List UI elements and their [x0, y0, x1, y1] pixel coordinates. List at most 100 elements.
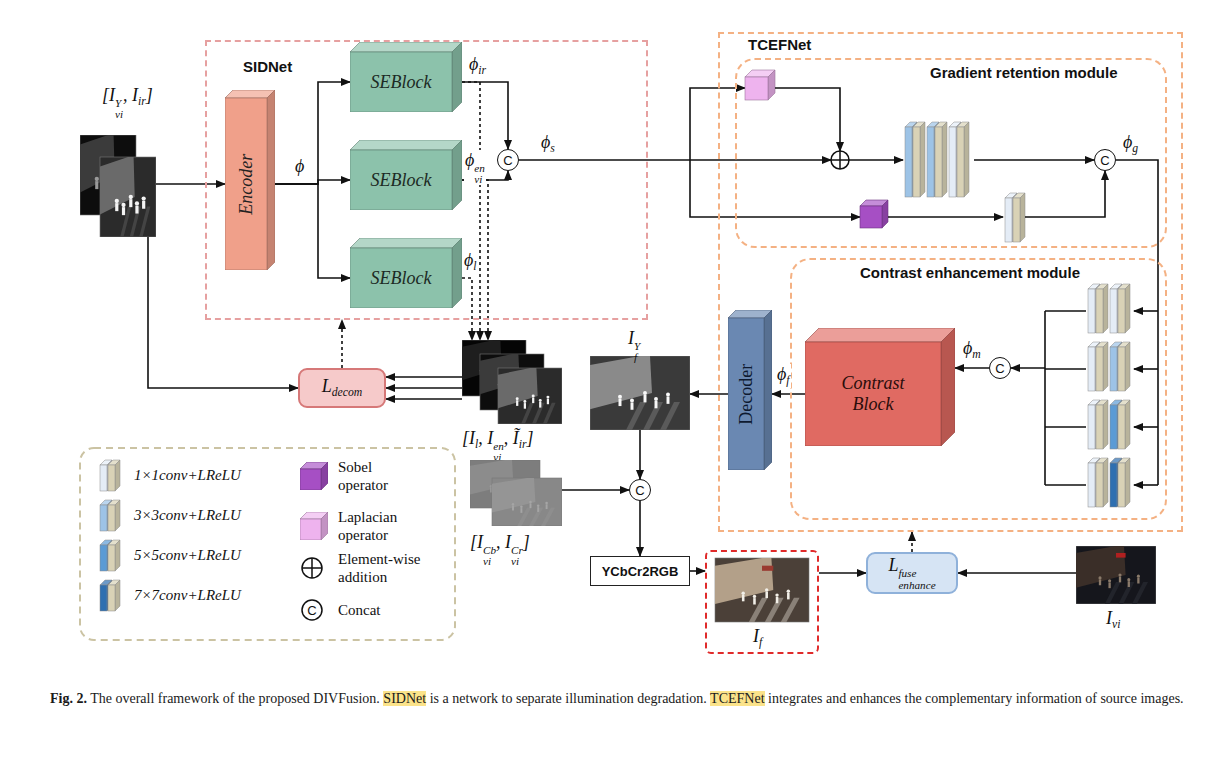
pedestrian [530, 503, 532, 508]
addition-symbol [831, 151, 849, 169]
pedestrian [1119, 577, 1121, 583]
text-run: [I [102, 85, 115, 105]
pedestrian [532, 395, 535, 398]
concat-letter: C [1100, 154, 1109, 167]
encoder-block: Encoder [225, 90, 275, 270]
conv-layer [1118, 289, 1125, 333]
subscript: enhance [898, 580, 935, 591]
block-label: SEBlock [371, 170, 432, 191]
pedestrian [775, 593, 778, 596]
block-front [225, 98, 267, 270]
building [715, 558, 773, 604]
legend-swatch [300, 512, 328, 540]
conv-layer [1096, 405, 1103, 449]
block-front [350, 248, 452, 308]
conv-layer [100, 505, 107, 531]
text-run: ϕ [963, 338, 972, 358]
pedestrian [654, 397, 658, 401]
text-run: TCEFNet [710, 691, 764, 706]
connector-line [156, 183, 225, 185]
text-run: ] [146, 85, 153, 105]
arrow-connector [772, 394, 805, 395]
conv-layer [935, 127, 942, 197]
pedestrian [1137, 578, 1139, 584]
conv-layer [1088, 289, 1095, 333]
conv-layer [1125, 458, 1130, 507]
subscript: ir [519, 438, 527, 451]
dotted-arrow [462, 82, 480, 340]
pedestrian [643, 391, 647, 395]
arrow-connector [640, 501, 641, 556]
subscript: vi [474, 174, 485, 185]
feature-label: ϕs [540, 132, 556, 156]
block-label: Decoder [736, 364, 757, 425]
block-side [768, 70, 775, 100]
signal-wire [1044, 311, 1046, 485]
block-side [452, 140, 462, 210]
signal-wire [1116, 160, 1158, 485]
text-run: is a network to separate illumination de… [426, 691, 710, 706]
pedestrian [1127, 578, 1130, 581]
pedestrian [618, 395, 622, 399]
signal-wire [775, 88, 840, 151]
box-label: Lenhancefuse [888, 555, 935, 590]
pedestrian [532, 397, 534, 403]
text-run: ϕ [465, 150, 474, 170]
region-title: TCEFNet [748, 36, 811, 53]
image-background [1076, 546, 1156, 604]
decomposed-image-stack: [Il, Ivien, Ĩir] [462, 340, 562, 424]
connector-line [275, 82, 350, 184]
text-run: I [753, 626, 759, 646]
block-front [350, 150, 452, 210]
road-stripe [660, 402, 680, 430]
text-run: The overall framework of the proposed DI… [87, 691, 383, 706]
block-side [452, 42, 462, 112]
conv-layer [115, 460, 120, 491]
pedestrian [520, 506, 523, 509]
seblock: SEBlock [350, 238, 462, 308]
conv-layer [1005, 198, 1012, 242]
pedestrian [520, 508, 522, 513]
signal-wire [1134, 484, 1158, 486]
subscript: f [786, 374, 789, 387]
conv-layer [1118, 463, 1125, 507]
conv-layer [964, 122, 969, 197]
signal-wire [1011, 367, 1045, 369]
pedestrian [115, 199, 119, 203]
connector-line [639, 501, 641, 556]
script-stack: fY [634, 341, 640, 363]
road-stripe [541, 508, 555, 526]
laplacian-operator [745, 70, 775, 100]
connector-line [911, 532, 913, 552]
pedestrian [142, 201, 145, 209]
text-run: , I [496, 532, 511, 552]
block-side [267, 90, 275, 270]
conv-layer [920, 122, 925, 197]
connector-line [386, 376, 462, 378]
image-background [715, 558, 809, 622]
conv-layer [1020, 193, 1025, 242]
conv-layer [1088, 347, 1095, 391]
concat-symbol: C [1094, 149, 1116, 171]
superscript: en [474, 163, 485, 174]
signal-wire [519, 159, 831, 161]
conv-layer [108, 465, 115, 491]
conv-layer [1125, 400, 1130, 449]
sign [762, 566, 773, 571]
script-stack: enhancefuse [898, 568, 935, 590]
block-front [745, 77, 768, 100]
image-label: [IviCb, IviCr] [470, 532, 530, 567]
image-thumbnail [1076, 546, 1156, 604]
road-stripe [517, 508, 531, 526]
subscript: vi [115, 109, 123, 120]
pedestrian [524, 403, 526, 409]
pedestrian [1118, 573, 1121, 576]
signal-wire [1134, 368, 1158, 370]
enhancement-loss: Lenhancefuse [866, 552, 958, 594]
signal-wire [888, 216, 1003, 218]
addition-symbol [302, 558, 322, 578]
block-label: SEBlock [371, 72, 432, 93]
image-background [498, 368, 562, 424]
text-run: , I [478, 428, 493, 448]
building [100, 157, 135, 215]
